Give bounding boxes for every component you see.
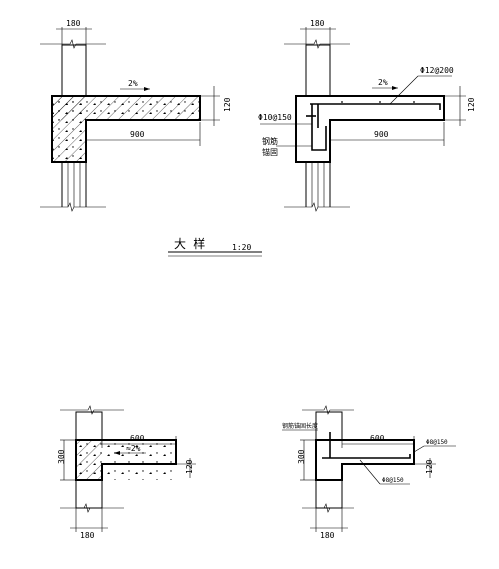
height-label: 300 <box>57 449 66 464</box>
right-rebar-label: Φ8@150 <box>426 439 448 446</box>
span-label: 600 <box>130 434 145 443</box>
slab-depth-dimension: 120 <box>414 458 436 478</box>
slab-depth-dimension: 120 <box>200 86 232 126</box>
slope-label: 2% <box>378 78 388 87</box>
upper-wall <box>315 411 343 441</box>
span-label: 900 <box>374 130 389 139</box>
rebar-cage <box>306 101 441 151</box>
title-scale: 1:20 <box>232 243 251 252</box>
slope-arrow: 2% <box>372 78 398 90</box>
slab-depth-dimension: 120 <box>444 86 476 126</box>
rebar-cage <box>322 432 411 459</box>
depth-label: 120 <box>223 97 232 112</box>
height-dimension: 300 <box>57 439 76 481</box>
lower-wall <box>284 162 350 212</box>
left-anchorage-label: 钢筋锚固长度 <box>282 422 318 430</box>
wall-thickness-label: 180 <box>320 531 335 540</box>
wall-thickness-label: 180 <box>310 19 325 28</box>
span-dimension: 600 <box>341 434 415 448</box>
wall-thickness-dimension: 180 <box>310 508 348 540</box>
upper-wall <box>61 44 87 97</box>
detail-3: ≈2% 600 300 120 180 <box>57 405 196 540</box>
bottom-rebar-callout: Φ8@150 <box>359 459 410 485</box>
left-anchorage-callout: 钢筋锚固长度 <box>282 422 318 431</box>
wall-thickness-dimension: 180 <box>56 19 92 46</box>
detail-1: 180 2% 120 900 <box>40 19 232 212</box>
detail-2: 180 2% Φ12@200 Φ10@150 <box>258 19 476 212</box>
lower-wall <box>315 479 343 509</box>
anchorage-note-line2: 锚固 <box>262 147 278 157</box>
right-rebar-callout: Φ8@150 <box>413 439 456 453</box>
top-rebar-label: Φ12@200 <box>420 66 454 75</box>
vertical-rebar-label: Φ10@150 <box>258 113 292 122</box>
wall-thickness-label: 180 <box>80 531 95 540</box>
height-label: 300 <box>297 449 306 464</box>
lower-wall <box>40 162 106 212</box>
anchorage-note: 钢筋 锚固 <box>262 136 312 157</box>
slab-depth-dimension: 120 <box>176 458 196 478</box>
slope-label: 2% <box>128 79 138 88</box>
wall-thickness-label: 180 <box>66 19 81 28</box>
height-dimension: 300 <box>297 439 316 481</box>
anchorage-note-line1: 钢筋 <box>262 136 278 146</box>
lower-wall <box>75 479 103 509</box>
drawing-title: 大 样 1:20 <box>168 236 262 257</box>
detail-4: 600 300 120 钢筋锚固长度 Φ8@150 Φ8@150 <box>282 405 456 540</box>
wall-thickness-dimension: 180 <box>300 19 336 46</box>
wall-thickness-dimension: 180 <box>70 508 108 540</box>
bottom-rebar-label: Φ8@150 <box>382 477 404 484</box>
span-dimension: 900 <box>330 122 445 146</box>
upper-wall <box>75 411 103 441</box>
top-rebar-callout: Φ12@200 <box>389 66 454 105</box>
slope-arrow: ≈2% <box>114 444 146 455</box>
upper-wall <box>305 44 331 97</box>
span-label: 600 <box>370 434 385 443</box>
depth-label: 120 <box>425 459 434 474</box>
span-dimension: 900 <box>85 120 201 146</box>
depth-label: 120 <box>467 97 476 112</box>
span-dimension: 600 <box>101 434 177 448</box>
slope-arrow: 2% <box>120 79 150 91</box>
title-text: 大 样 <box>174 236 205 251</box>
span-label: 900 <box>130 130 145 139</box>
vertical-rebar-callout: Φ10@150 <box>258 113 312 125</box>
depth-label: 120 <box>185 459 194 474</box>
slope-label: ≈2% <box>126 444 141 453</box>
